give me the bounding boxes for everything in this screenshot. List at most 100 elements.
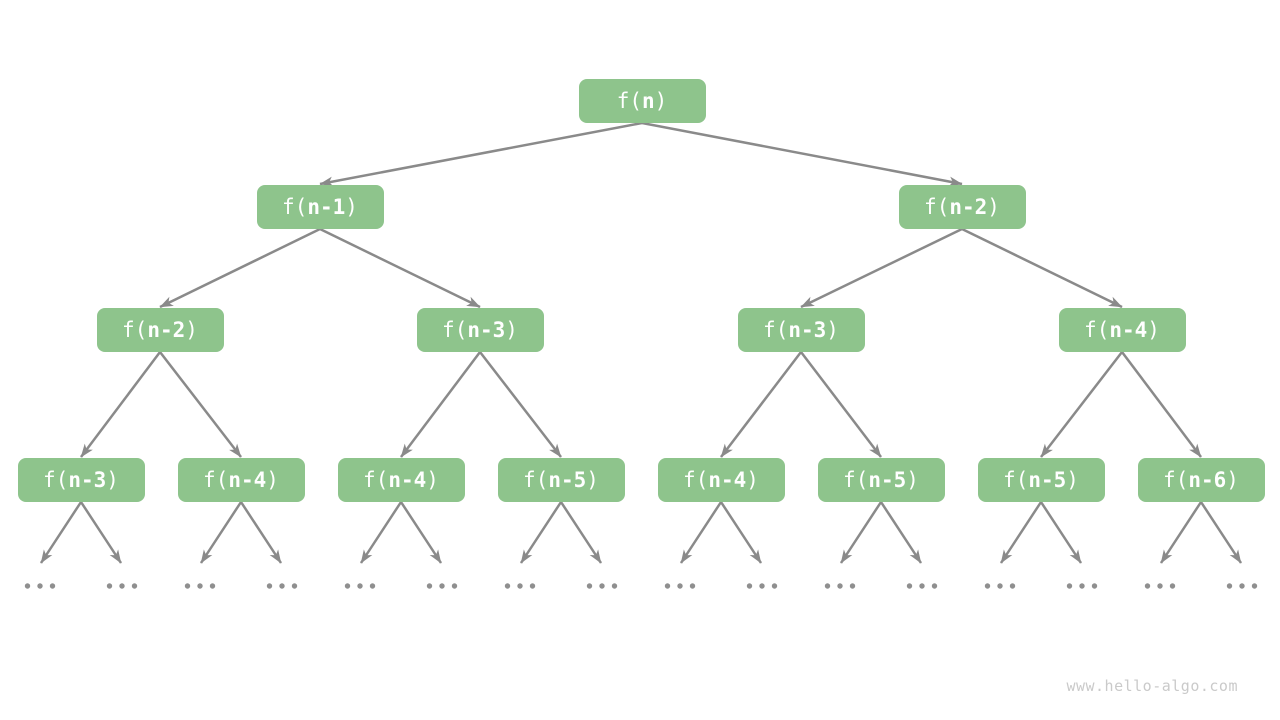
tree-edge-arrow <box>720 351 802 458</box>
tree-edge-arrow <box>39 501 83 564</box>
tree-node: f(n-3) <box>737 308 865 352</box>
ellipsis-dots <box>1144 583 1176 589</box>
node-label-suffix: ) <box>426 467 439 492</box>
tree-edge-arrow <box>879 501 923 564</box>
node-label-prefix: f( <box>616 88 642 113</box>
tree-edge-arrow <box>839 501 883 564</box>
node-label-suffix: ) <box>586 467 599 492</box>
tree-edge-arrow <box>319 121 643 187</box>
node-label-suffix: ) <box>505 317 518 342</box>
tree-edge-arrow <box>641 121 963 187</box>
tree-edge-arrow <box>519 501 563 564</box>
node-label-prefix: f( <box>1003 467 1029 492</box>
tree-edge-arrow <box>1121 351 1202 458</box>
tree-edge-arrow <box>239 501 283 564</box>
node-label-prefix: f( <box>363 467 389 492</box>
node-label-prefix: f( <box>683 467 709 492</box>
ellipsis-dots <box>824 583 856 589</box>
tree-node: f(n-4) <box>177 458 305 502</box>
tree-node: f(n-2) <box>898 185 1026 229</box>
node-label-arg: n-4 <box>1109 317 1148 342</box>
tree-node: f(n-3) <box>416 308 544 352</box>
node-label-prefix: f( <box>203 467 229 492</box>
node-label-arg: n-5 <box>548 467 587 492</box>
tree-edge-arrow <box>999 501 1043 564</box>
node-label-suffix: ) <box>987 194 1000 219</box>
tree-edge-arrow <box>961 227 1123 309</box>
node-label-arg: n-5 <box>868 467 907 492</box>
tree-node: f(n) <box>578 79 706 123</box>
node-label-arg: n-6 <box>1188 467 1227 492</box>
tree-node: f(n-5) <box>817 458 945 502</box>
node-label-suffix: ) <box>826 317 839 342</box>
ellipsis-dots <box>266 583 298 589</box>
ellipsis-dots <box>344 583 376 589</box>
node-label-suffix: ) <box>1147 317 1160 342</box>
tree-edge-arrow <box>800 227 963 309</box>
ellipsis-dots <box>746 583 778 589</box>
ellipsis-dots <box>664 583 696 589</box>
node-label-prefix: f( <box>1163 467 1189 492</box>
tree-edge-arrow <box>1039 501 1083 564</box>
tree-edge-arrow <box>79 501 123 564</box>
tree-edge-arrow <box>399 501 443 564</box>
ellipsis-dots <box>984 583 1016 589</box>
node-label-arg: n-1 <box>307 194 346 219</box>
node-label-prefix: f( <box>523 467 549 492</box>
node-label-arg: n-3 <box>68 467 107 492</box>
tree-edge-arrow <box>319 227 481 309</box>
node-label-prefix: f( <box>843 467 869 492</box>
node-label-suffix: ) <box>266 467 279 492</box>
tree-edge-arrow <box>159 351 242 458</box>
tree-edge-arrow <box>359 501 403 564</box>
node-label-suffix: ) <box>654 88 668 113</box>
node-label-suffix: ) <box>746 467 759 492</box>
ellipsis-dots <box>1226 583 1258 589</box>
node-label-arg: n-5 <box>1028 467 1067 492</box>
node-label-suffix: ) <box>906 467 919 492</box>
tree-edge-arrow <box>1159 501 1203 564</box>
node-label-suffix: ) <box>1226 467 1239 492</box>
tree-node: f(n-4) <box>1058 308 1186 352</box>
node-label-suffix: ) <box>345 194 358 219</box>
tree-edge-arrow <box>479 351 562 458</box>
node-label-arg: n <box>641 88 655 113</box>
tree-node: f(n-4) <box>337 458 465 502</box>
node-label-suffix: ) <box>1066 467 1079 492</box>
node-label-arg: n-4 <box>708 467 747 492</box>
ellipsis-dots <box>906 583 938 589</box>
watermark: www.hello-algo.com <box>1066 677 1238 695</box>
tree-node: f(n-5) <box>977 458 1105 502</box>
ellipsis-dots <box>1066 583 1098 589</box>
ellipsis-dots <box>504 583 536 589</box>
tree-node: f(n-5) <box>497 458 625 502</box>
tree-edge-arrow <box>559 501 603 564</box>
node-label-prefix: f( <box>43 467 69 492</box>
node-label-arg: n-2 <box>147 317 186 342</box>
ellipsis-dots <box>106 583 138 589</box>
tree-edge-arrow <box>800 351 882 458</box>
tree-edge-arrow <box>679 501 723 564</box>
node-label-suffix: ) <box>185 317 198 342</box>
node-label-prefix: f( <box>763 317 789 342</box>
node-label-suffix: ) <box>106 467 119 492</box>
tree-node: f(n-6) <box>1137 458 1265 502</box>
node-label-prefix: f( <box>442 317 468 342</box>
ellipsis-dots <box>426 583 458 589</box>
tree-edge-arrow <box>719 501 763 564</box>
tree-edge-arrow <box>1040 351 1123 458</box>
node-label-arg: n-2 <box>949 194 988 219</box>
tree-edge-arrow <box>80 351 161 458</box>
tree-edge-arrow <box>199 501 243 564</box>
ellipsis-dots <box>24 583 56 589</box>
node-label-prefix: f( <box>924 194 950 219</box>
node-label-arg: n-3 <box>788 317 827 342</box>
node-label-arg: n-3 <box>467 317 506 342</box>
node-label-prefix: f( <box>282 194 308 219</box>
node-label-arg: n-4 <box>388 467 427 492</box>
node-label-prefix: f( <box>122 317 148 342</box>
tree-edge-arrow <box>159 227 321 309</box>
tree-node: f(n-1) <box>256 185 384 229</box>
tree-node: f(n-4) <box>657 458 785 502</box>
